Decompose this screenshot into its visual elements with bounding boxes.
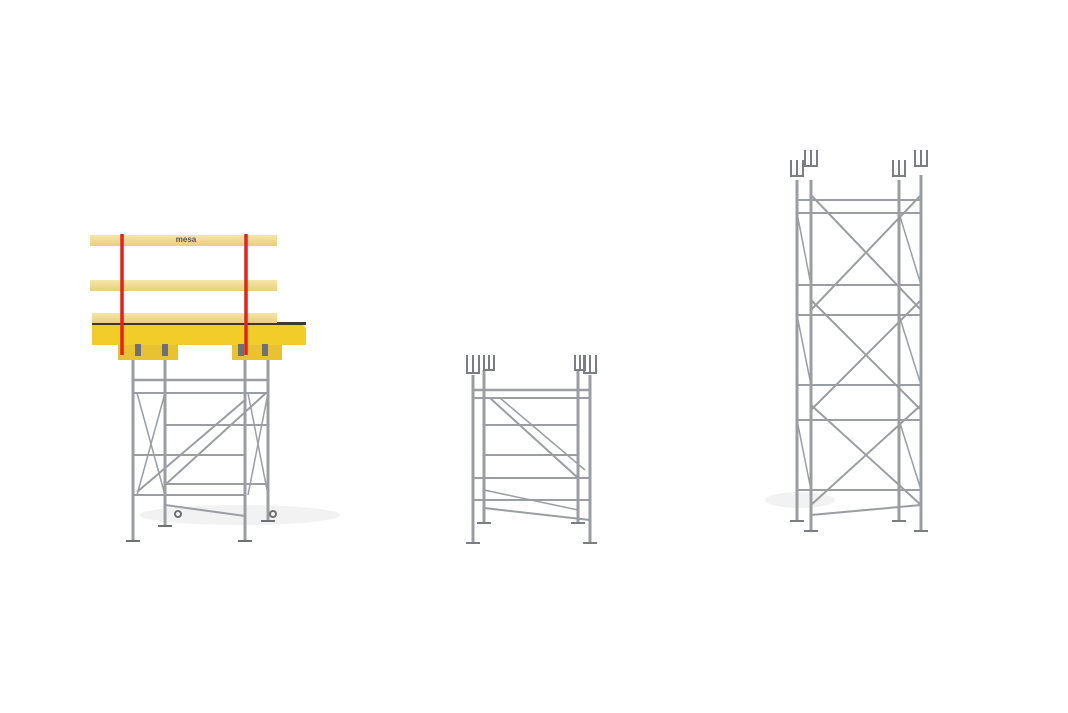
guard-rail-posts (120, 234, 248, 355)
scaffold-tower-with-deck (126, 355, 340, 542)
timber-rail-top (90, 235, 277, 246)
scaffold-tower-short (466, 355, 597, 544)
deck-platform: mesa (90, 234, 306, 360)
timber-rail-middle (90, 280, 277, 291)
mesa-logo: mesa (176, 235, 197, 244)
scaffold-tower-tall (765, 150, 928, 532)
svg-text:mesa: mesa (176, 235, 197, 244)
